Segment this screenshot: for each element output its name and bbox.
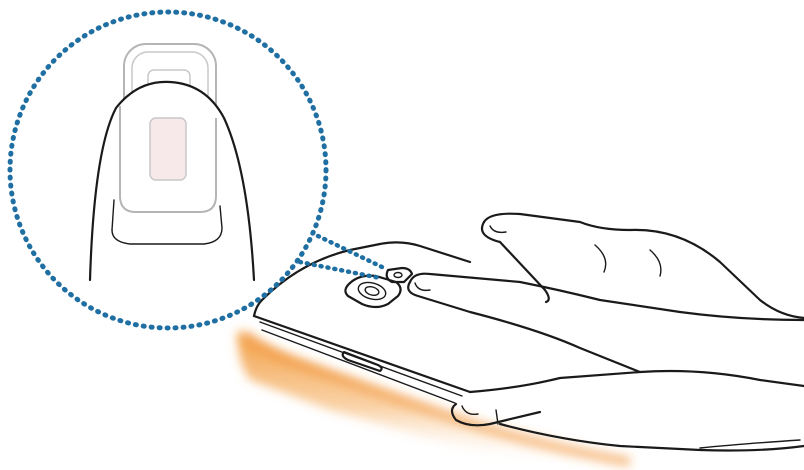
- hand: [408, 214, 804, 451]
- rear-sensor-frame: [387, 268, 412, 282]
- middle-finger-top: [484, 214, 804, 318]
- middle-finger-inner: [482, 222, 549, 302]
- fingerprint-sensor: [150, 118, 186, 180]
- palm-line: [470, 371, 804, 392]
- connector-line-upper: [318, 236, 384, 268]
- connector-line-lower: [300, 262, 380, 278]
- rear-sensor-dot: [394, 273, 402, 278]
- thumbnail: [462, 406, 478, 414]
- callout-connector: [300, 236, 384, 278]
- camera-lens-outer: [356, 280, 387, 303]
- index-finger-bottom: [408, 282, 640, 372]
- rear-sensor: [387, 268, 412, 282]
- knuckle-crease-1: [595, 245, 606, 272]
- phone-edge-glow: [238, 330, 640, 470]
- camera-module: [345, 276, 400, 307]
- index-fingernail: [415, 283, 430, 290]
- wrist-crease: [700, 440, 800, 448]
- middle-fingernail: [490, 226, 506, 232]
- magnifier-callout: [10, 12, 326, 328]
- index-finger-top: [410, 274, 804, 320]
- camera-housing: [345, 276, 400, 307]
- knuckle-crease-2: [650, 250, 661, 276]
- camera-lens-inner: [364, 285, 380, 296]
